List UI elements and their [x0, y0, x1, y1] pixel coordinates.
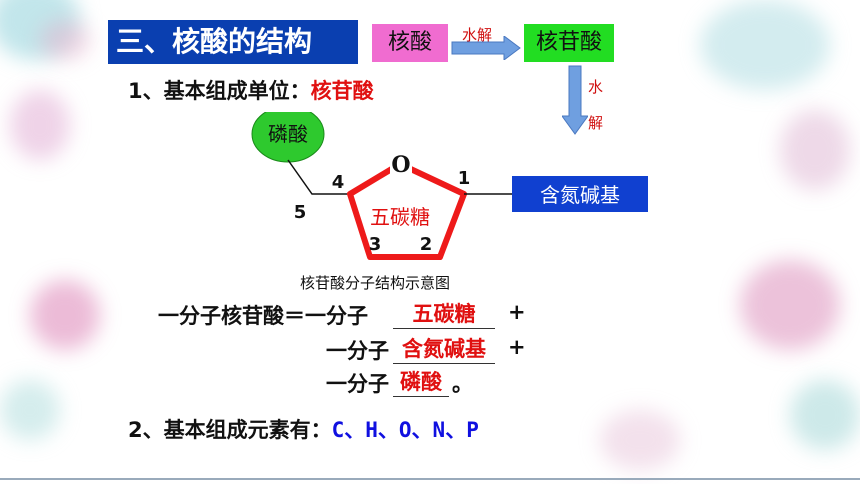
flow-right-arrow-icon [451, 36, 521, 60]
flow-source-box: 核酸 [372, 24, 448, 62]
sugar-label: 五碳糖 [370, 205, 430, 229]
period-mark: 。 [452, 372, 473, 396]
answer-sugar: 五碳糖 [393, 298, 495, 329]
decor-splash [40, 20, 90, 60]
down-arrow-label-bottom: 解 [588, 114, 604, 132]
answer-base: 含氮碱基 [393, 333, 495, 364]
equation-part-3: 一分子 [326, 372, 389, 396]
page-title: 三、核酸的结构 [108, 20, 358, 64]
decor-splash [700, 0, 830, 90]
decor-splash [0, 380, 60, 440]
decor-splash [790, 380, 860, 450]
phosphate-bond [287, 159, 350, 195]
elements-prefix: 2、基本组成元素有： [128, 418, 332, 442]
oxygen-label: O [391, 152, 410, 178]
hydrolysis-label: 水解 [462, 26, 493, 44]
nucleotide-structure-diagram: 磷酸 O 五碳糖 4 5 1 3 2 含氮碱基 [251, 112, 648, 260]
diagram-caption: 核苷酸分子结构示意图 [300, 274, 451, 292]
oxygen-backdrop [390, 150, 412, 174]
equation-part-2: 一分子 [326, 339, 389, 363]
bottom-divider [0, 478, 860, 480]
base-label: 含氮碱基 [540, 183, 620, 207]
phosphate-circle [251, 112, 325, 163]
carbon-4-label: 4 [332, 172, 345, 193]
elements-value: C、H、O、N、P [331, 418, 479, 442]
basic-unit-value: 核苷酸 [310, 79, 374, 103]
carbon-5-label: 5 [294, 202, 307, 223]
carbon-1-label: 1 [458, 168, 471, 189]
decor-splash [10, 90, 70, 160]
flow-down-arrow-icon [562, 65, 588, 135]
carbon-3-label: 3 [369, 234, 382, 255]
basic-unit-line: 1、基本组成单位：核苷酸 [128, 75, 374, 105]
decor-splash [780, 110, 850, 190]
plus-sign-1: + [508, 300, 526, 324]
carbon-2-label: 2 [420, 234, 433, 255]
decor-splash [30, 280, 100, 350]
decor-splash [600, 410, 680, 470]
plus-sign-2: + [508, 335, 526, 359]
basic-unit-prefix: 1、基本组成单位： [128, 79, 311, 103]
base-box [512, 176, 648, 212]
decor-splash [740, 260, 840, 350]
equation-lead: 一分子核苷酸＝一分子 [158, 304, 368, 328]
phosphate-label: 磷酸 [268, 122, 308, 146]
down-arrow-label-top: 水 [588, 78, 604, 96]
answer-phosphate: 磷酸 [393, 366, 449, 397]
elements-line: 2、基本组成元素有：C、H、O、N、P [128, 414, 479, 444]
flow-target-box: 核苷酸 [524, 24, 614, 62]
